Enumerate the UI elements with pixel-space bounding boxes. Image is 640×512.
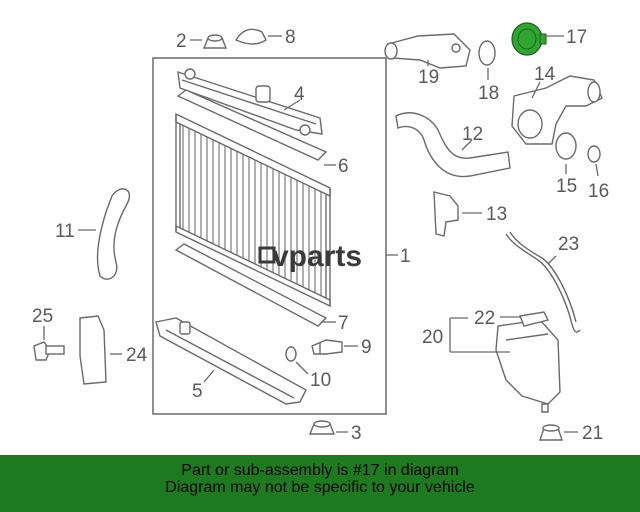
callout-9: 9 [361,337,372,358]
callout-22: 22 [474,308,495,329]
callout-4: 4 [294,84,305,105]
parts-diagram: vparts 2 8 4 6 1 7 9 10 5 3 11 25 24 17 … [32,22,609,444]
outlet-hose[interactable] [395,112,511,178]
water-outlet[interactable] [384,33,471,69]
callout-6: 6 [338,156,349,177]
leader-lines [43,35,599,433]
drain-gasket[interactable] [285,346,297,362]
lower-gasket[interactable] [174,243,328,327]
callout-21: 21 [582,423,603,444]
lower-tank[interactable] [155,317,307,405]
callout-1: 1 [400,246,411,267]
hose-bracket[interactable] [433,191,459,237]
callout-5: 5 [192,381,203,402]
radiator-support-bracket[interactable] [79,315,107,385]
inlet-gasket[interactable] [555,132,577,160]
banner-line-2: Diagram may not be specific to your vehi… [165,479,475,496]
support-cushion-lower[interactable] [308,420,336,435]
callout-17: 17 [566,27,587,48]
callout-25: 25 [32,306,53,327]
callout-15: 15 [556,176,577,197]
callout-7: 7 [338,313,349,334]
outlet-gasket[interactable] [478,40,496,66]
overflow-hose[interactable] [505,233,581,333]
callout-24: 24 [126,345,148,366]
bolt[interactable] [33,341,65,361]
radiator-cap[interactable] [234,28,267,45]
callout-23: 23 [558,234,579,255]
radiator-core[interactable] [175,112,331,308]
radiator-assembly-frame [152,57,387,415]
callout-3: 3 [351,423,362,444]
banner-line-1: Part or sub-assembly is #17 in diagram [181,462,459,479]
thermostat-highlighted[interactable] [511,22,547,56]
upper-tank[interactable] [177,68,323,136]
inlet-hose[interactable] [96,188,131,280]
water-inlet-housing[interactable] [511,75,603,145]
callout-16: 16 [588,181,609,202]
reserve-tank-cap[interactable] [519,311,550,327]
o-ring[interactable] [587,145,601,163]
reserve-tank-cushion[interactable] [539,424,563,441]
callout-20: 20 [422,327,443,348]
coolant-reserve-tank[interactable] [495,319,561,413]
callout-8: 8 [285,27,296,48]
upper-gasket[interactable] [176,89,328,161]
callout-2: 2 [176,31,187,52]
callout-11: 11 [55,221,75,242]
callout-12: 12 [462,124,483,145]
vparts-logo: vparts [258,240,362,273]
callout-19: 19 [418,67,439,88]
callout-18: 18 [478,83,499,104]
info-banner: Part or sub-assembly is #17 in diagram D… [0,455,640,512]
callout-14: 14 [534,64,556,85]
logo-text: vparts [272,240,362,273]
drain-cock-plug[interactable] [311,339,343,355]
callout-13: 13 [486,204,507,225]
callout-10: 10 [310,370,331,391]
support-cushion-upper[interactable] [202,34,228,49]
